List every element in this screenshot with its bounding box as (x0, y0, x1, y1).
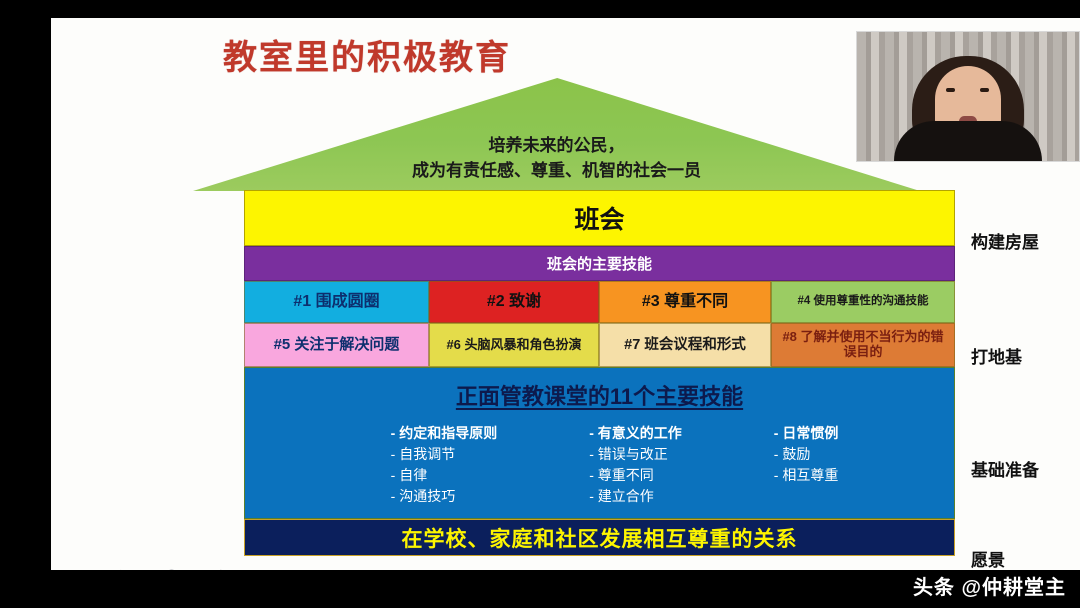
blue-block-columns: - 约定和指导原则 - 自我调节 - 自律 - 沟通技巧 - 有意义的工作 - … (245, 423, 954, 507)
roof-line-1: 培养未来的公民， (488, 136, 625, 155)
skills-row-1: #1 围成圆圈 #2 致谢 #3 尊重不同 #4 使用尊重性的沟通技能 (244, 281, 955, 323)
camera-icon[interactable] (244, 568, 261, 570)
band-class-meeting: 班会 (244, 190, 955, 246)
skill-cell-6: #6 头脑风暴和角色扮演 (429, 323, 599, 367)
roof-line-2: 成为有责任感、尊重、机智的社会一员 (412, 161, 701, 180)
blue-block-heading: 正面管教课堂的11个主要技能 (455, 384, 744, 409)
band-class-meeting-skills: 班会的主要技能 (244, 246, 955, 281)
skill-cell-2: #2 致谢 (429, 281, 599, 323)
presenter-torso (894, 121, 1042, 161)
list-item: - 约定和指导原则 (390, 425, 498, 441)
stage-label-build-house: 构建房屋 (971, 233, 1039, 252)
house-diagram: 培养未来的公民， 成为有责任感、尊重、机智的社会一员 班会 班会的主要技能 #1… (193, 78, 955, 558)
skills-row-2: #5 关注于解决问题 #6 头脑风暴和角色扮演 #7 班会议程和形式 #8 了解… (244, 323, 955, 367)
blue-column-1: - 约定和指导原则 - 自我调节 - 自律 - 沟通技巧 (391, 423, 498, 507)
list-item: - 自律 (390, 467, 428, 483)
skill-cell-7: #7 班会议程和形式 (599, 323, 771, 367)
skill-cell-8: #8 了解并使用不当行为的错误目的 (771, 323, 955, 367)
list-item: - 相互尊重 (773, 467, 839, 483)
stage-label-vision: 愿景 (971, 551, 1005, 570)
list-item: - 沟通技巧 (390, 488, 456, 504)
skill-cell-3: #3 尊重不同 (599, 281, 771, 323)
list-item: - 建立合作 (589, 488, 654, 504)
list-item: - 有意义的工作 (589, 425, 682, 441)
presenter-eye-left (946, 88, 955, 92)
skill-cell-5: #5 关注于解决问题 (244, 323, 429, 367)
annotation-toolbar[interactable] (109, 568, 261, 570)
skill-cell-4: #4 使用尊重性的沟通技能 (771, 281, 955, 323)
roof-text: 培养未来的公民， 成为有责任感、尊重、机智的社会一员 (193, 133, 920, 183)
skill-cell-1: #1 围成圆圈 (244, 281, 429, 323)
list-item: - 自我调节 (390, 446, 456, 462)
blue-column-2: - 有意义的工作 - 错误与改正 - 尊重不同 - 建立合作 (589, 423, 682, 507)
eraser-icon[interactable] (190, 568, 207, 570)
presenter-video-thumbnail[interactable] (856, 31, 1080, 162)
list-item: - 尊重不同 (589, 467, 654, 483)
foundation-skills-block: 正面管教课堂的11个主要技能 - 约定和指导原则 - 自我调节 - 自律 - 沟… (244, 367, 955, 519)
slide-title: 教室里的积极教育 (223, 39, 511, 77)
list-item: - 错误与改正 (589, 446, 668, 462)
list-item: - 日常惯例 (773, 425, 839, 441)
list-item: - 鼓励 (773, 446, 811, 462)
presentation-slide: 教室里的积极教育 培养未来的公民， 成为有责任感、尊重、机智的社会一员 班会 班… (51, 18, 1080, 570)
band-vision: 在学校、家庭和社区发展相互尊重的关系 (244, 519, 955, 556)
stage-label-foundation: 打地基 (971, 348, 1022, 367)
stage-label-basic-prep: 基础准备 (971, 461, 1039, 480)
cursor-icon[interactable] (217, 568, 234, 570)
roof-triangle: 培养未来的公民， 成为有责任感、尊重、机智的社会一员 (193, 78, 920, 191)
watermark-text: 头条 @仲耕堂主 (912, 577, 1066, 599)
presenter-eye-right (980, 88, 989, 92)
pencil-icon[interactable] (109, 568, 126, 570)
blue-column-3: - 日常惯例 - 鼓励 - 相互尊重 (774, 423, 839, 507)
palette-icon[interactable] (163, 568, 180, 570)
textbox-icon[interactable] (136, 568, 153, 570)
